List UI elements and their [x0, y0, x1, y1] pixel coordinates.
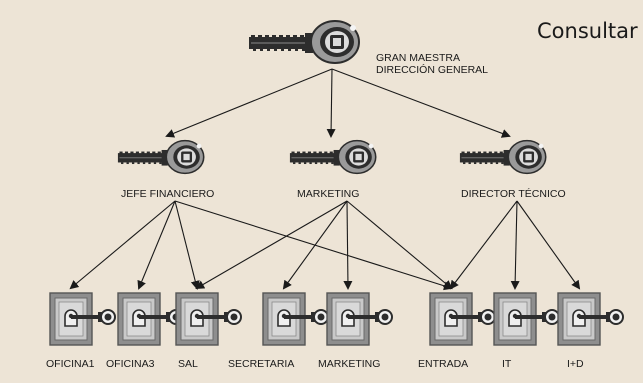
keys	[117, 20, 547, 175]
arrow-marketing-to-secretaria	[282, 200, 348, 290]
jefe-financiero-key-icon	[117, 139, 205, 175]
lock-oficina3-label: OFICINA3	[106, 358, 155, 370]
lock-secretaria-label: SECRETARIA	[228, 358, 294, 370]
lock-entrada-icon	[429, 292, 496, 346]
marketing-label: MARKETING	[297, 188, 359, 200]
arrow-director-tecnico-to-it	[510, 200, 520, 290]
lock-oficina1-label: OFICINA1	[46, 358, 95, 370]
access-arrows	[69, 68, 581, 291]
arrow-jefe-financiero-to-entrada	[174, 200, 453, 291]
lock-secretaria-icon	[262, 292, 329, 346]
master-label-line-2: DIRECCIÓN GENERAL	[376, 63, 488, 76]
lock-marketing-lock-icon	[326, 292, 393, 346]
marketing-key-icon	[289, 139, 377, 175]
lock-sal-icon	[175, 292, 242, 346]
diagram-title: Consultar	[537, 19, 638, 43]
master-label-line-1: GRAN MAESTRA	[376, 52, 460, 64]
arrow-gran-maestra-to-director-tecnico	[331, 68, 511, 138]
lock-sal-label: SAL	[178, 358, 198, 370]
arrow-marketing-to-entrada	[346, 200, 453, 290]
arrow-gran-maestra-to-jefe-financiero	[165, 68, 333, 138]
director-tecnico-key-icon	[459, 139, 547, 175]
arrow-jefe-financiero-to-sal	[174, 200, 200, 290]
arrow-gran-maestra-to-marketing	[326, 68, 336, 138]
jefe-financiero-label: JEFE FINANCIERO	[121, 188, 214, 200]
lock-i-d-label: I+D	[567, 358, 584, 370]
lock-cylinders	[49, 292, 624, 346]
director-tecnico-label: DIRECTOR TÉCNICO	[461, 187, 566, 200]
lock-oficina3-icon	[117, 292, 184, 346]
lock-i-d-icon	[557, 292, 624, 346]
arrow-marketing-to-sal	[195, 200, 348, 290]
arrow-director-tecnico-to-i-d	[516, 200, 581, 290]
arrow-director-tecnico-to-entrada	[449, 200, 518, 290]
arrow-jefe-financiero-to-oficina3	[137, 200, 176, 290]
arrow-marketing-to-marketing-lock	[343, 200, 353, 290]
lock-oficina1-icon	[49, 292, 116, 346]
lock-it-icon	[493, 292, 560, 346]
lock-marketing-lock-label: MARKETING	[318, 358, 380, 370]
arrow-jefe-financiero-to-oficina1	[69, 200, 176, 290]
master-key-icon	[249, 20, 360, 64]
lock-entrada-label: ENTRADA	[418, 358, 468, 370]
lock-it-label: IT	[502, 358, 512, 370]
